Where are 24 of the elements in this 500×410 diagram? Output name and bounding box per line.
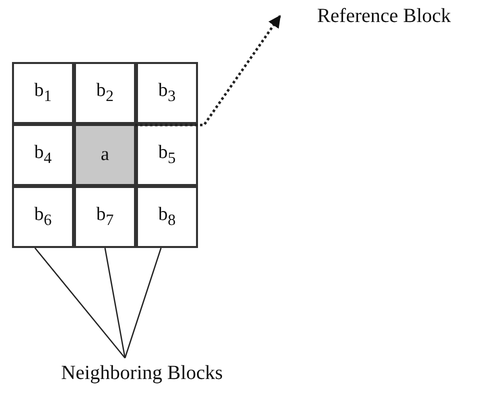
- cell-label: b$_{6}$: [34, 204, 52, 230]
- cell-label: b$_{1}$: [34, 80, 52, 106]
- leader-line: [34, 248, 126, 358]
- grid-cell: [74, 62, 136, 124]
- annotation-label: Reference Block: [317, 4, 451, 28]
- grid-cell: [136, 124, 198, 186]
- cell-label: b$_{3}$: [158, 80, 176, 106]
- reference-cell: [74, 124, 136, 186]
- dotted-arrow: [135, 14, 282, 126]
- annotation-label: Neighboring Blocks: [61, 362, 223, 384]
- grid-cell: [12, 124, 74, 186]
- leader-line: [124, 248, 162, 358]
- grid-cell: [136, 62, 198, 124]
- cell-label: b$_{8}$: [158, 204, 176, 230]
- grid-cell: [12, 186, 74, 248]
- cell-label: a: [100, 144, 110, 166]
- grid-cell: [74, 186, 136, 248]
- grid-cell: [136, 186, 198, 248]
- cell-label: b$_{4}$: [34, 142, 52, 168]
- cell-label: b$_{2}$: [96, 80, 114, 106]
- cell-label: b$_{7}$: [96, 204, 114, 230]
- leader-line: [104, 248, 126, 358]
- grid-cell: [12, 62, 74, 124]
- cell-label: b$_{5}$: [158, 142, 176, 168]
